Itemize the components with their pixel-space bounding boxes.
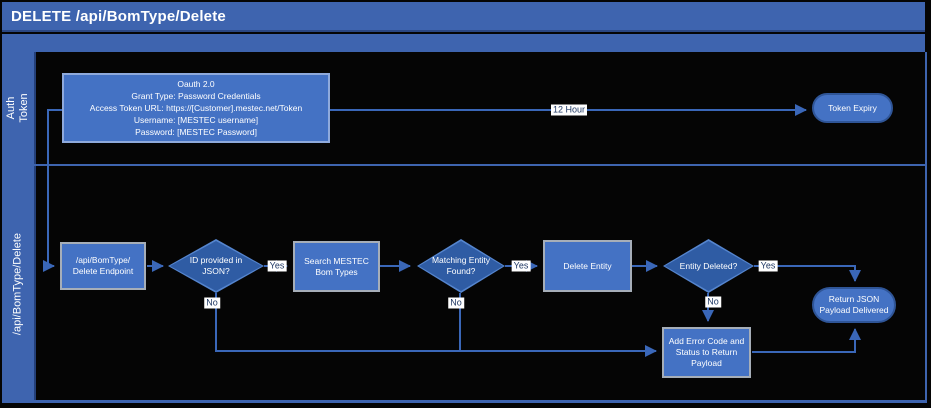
oauth-line-username: Username: [MESTEC username] [133,115,259,125]
search-mestec-box: Search MESTEC Bom Types [293,241,380,292]
oauth-line-password: Password: [MESTEC Password] [135,127,257,137]
edge-label-no-1: No [204,297,220,309]
delete-entity-box: Delete Entity [543,240,632,292]
edge-idprovided-no-to-error [215,293,657,357]
oauth-line-title: Oauth 2.0 [177,79,215,89]
return-payload-terminator: Return JSON Payload Delivered [812,287,896,323]
edge-label-no-2: No [448,297,464,309]
decision-matching-entity: Matching Entity Found? [417,239,505,293]
edge-label-yes-1: Yes [267,260,287,272]
token-expiry-terminator: Token Expiry [812,93,893,123]
page-title: DELETE /api/BomType/Delete [11,8,226,25]
edge-label-no-3: No [705,296,721,308]
endpoint-box: /api/BomType/ Delete Endpoint [60,242,146,290]
decision-entity-deleted: Entity Deleted? [663,239,754,293]
edge-label-yes-3: Yes [758,260,778,272]
edge-label-yes-2: Yes [511,260,531,272]
oauth-credentials-box: Oauth 2.0 Grant Type: Password Credentia… [62,73,330,143]
page-bottom-border [2,400,927,403]
lane-auth-line2: Token [18,93,30,123]
error-payload-box: Add Error Code and Status to Return Payl… [662,327,751,378]
lane-label-auth-token: Auth Token [2,52,34,166]
header-sub-band [2,34,925,52]
lane-auth-line1: Auth [5,96,17,120]
page-right-border [925,52,927,401]
edge-error-to-return [752,328,861,353]
lane-label-api-bomtype-delete: /api/BomType/Delete [11,232,24,335]
oauth-line-grant-type: Grant Type: Password Credentials [131,91,261,101]
decision-id-provided: ID provided in JSON? [168,239,264,293]
lane-divider [2,164,925,166]
edge-label-12-hour: 12 Hour [550,104,588,116]
oauth-line-token-url: Access Token URL: https://[Customer].mes… [89,103,303,113]
lane-label-column: Auth Token /api/BomType/Delete [2,52,36,401]
title-bar: DELETE /api/BomType/Delete [2,2,925,32]
